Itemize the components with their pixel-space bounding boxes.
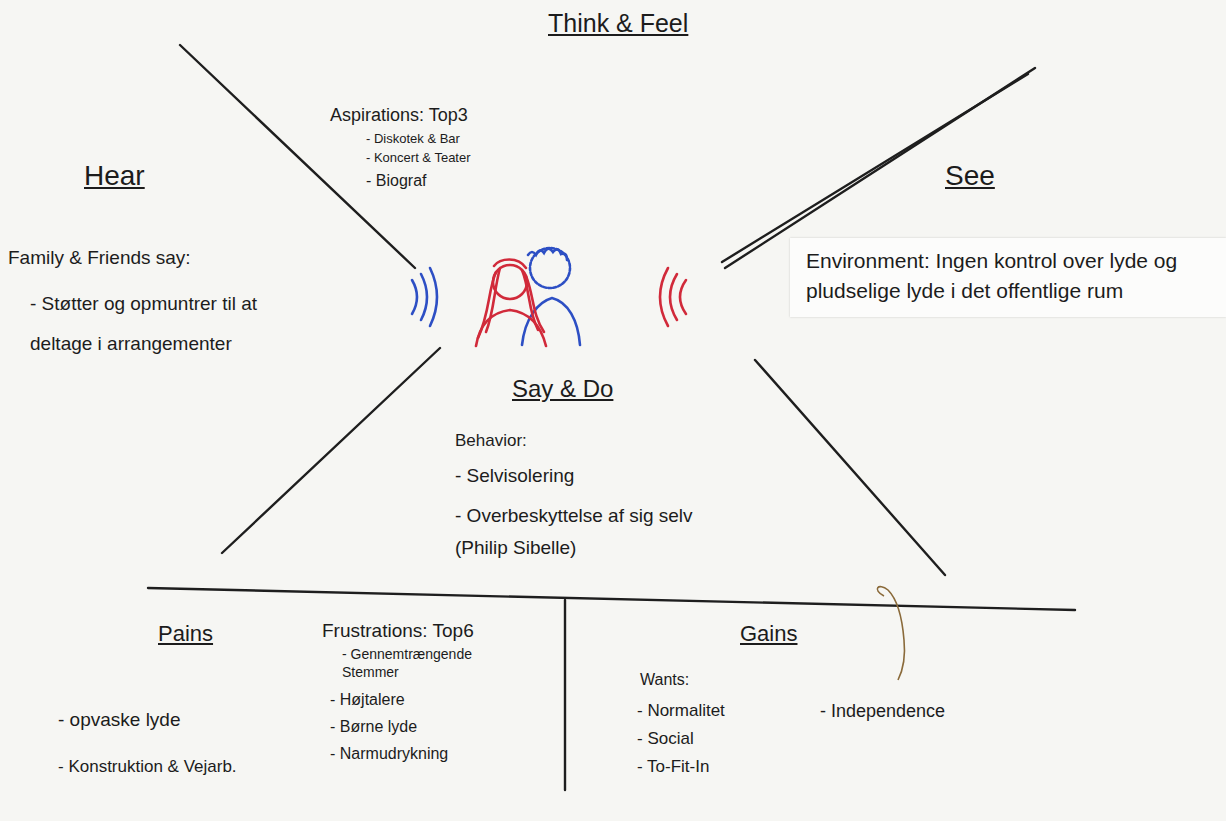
list-item: - Børne lyde [330, 717, 417, 737]
section-heading: Gains [740, 620, 797, 648]
list-item: - Normalitet [637, 700, 725, 721]
section-heading: Say & Do [512, 374, 613, 404]
list-item: - Gennemtrængende Stemmer [342, 646, 517, 681]
list-item: - Narmudrykning [330, 744, 448, 764]
list-item: - Diskotek & Bar [366, 131, 460, 147]
list-item: - Selvisolering [455, 464, 574, 488]
list-item: - Overbeskyttelse af sig selv (Philip Si… [455, 500, 740, 564]
sticky-note: Environment: Ingen kontrol over lyde og … [790, 238, 1226, 317]
list-item: - Højtalere [330, 690, 405, 710]
group-heading: Aspirations: Top3 [330, 104, 468, 127]
list-item: - Independence [820, 700, 945, 723]
group-heading: Frustrations: Top6 [322, 619, 474, 643]
group-heading: Behavior: [455, 430, 527, 451]
list-item: - Konstruktion & Vejarb. [58, 752, 248, 782]
section-heading: See [945, 158, 995, 193]
section-heading: Think & Feel [548, 8, 688, 39]
list-item: - To-Fit-In [637, 756, 709, 777]
list-item: - opvaske lyde [58, 708, 181, 732]
group-heading: Wants: [640, 670, 689, 690]
list-item: - Biograf [366, 171, 426, 191]
list-item: - Koncert & Teater [366, 150, 471, 166]
section-heading: Hear [84, 158, 145, 193]
list-item: - Støtter og opmuntrer til at deltage i … [30, 284, 280, 364]
section-heading: Pains [158, 620, 213, 648]
note-text: Environment: Ingen kontrol over lyde og … [806, 246, 1214, 307]
group-heading: Family & Friends say: [8, 246, 191, 270]
list-item: - Social [637, 728, 694, 749]
